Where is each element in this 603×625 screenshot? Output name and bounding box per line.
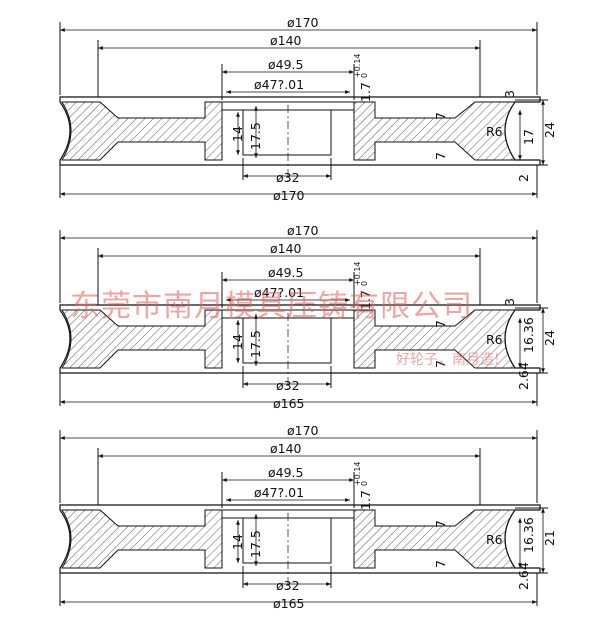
hatched-section-left [61, 309, 223, 369]
label-3: 3 [502, 90, 517, 98]
label-d47: ø47?.01 [254, 485, 304, 500]
label-d32: ø32 [276, 578, 300, 593]
label-d140: ø140 [270, 441, 302, 456]
label-14: 14 [230, 534, 245, 550]
bore-hole [242, 517, 332, 564]
label-17-5: 17.5 [248, 122, 263, 150]
label-7-lower: 7 [433, 360, 448, 368]
label-d47: ø47?.01 [254, 285, 304, 300]
label-7-upper: 7 [433, 112, 448, 120]
label-height: 16.36 [521, 517, 536, 553]
label-d140: ø140 [270, 241, 302, 256]
label-r6: R6 [486, 332, 503, 347]
label-2: 2 [516, 174, 531, 182]
label-2: 2.64 [516, 362, 531, 390]
label-14: 14 [230, 126, 245, 142]
label-7-upper: 7 [433, 520, 448, 528]
label-1-7: 1.7 [358, 490, 373, 510]
label-tolerance-plus: +0.14 [353, 53, 362, 78]
label-d49-5: ø49.5 [268, 465, 303, 480]
label-17-5: 17.5 [248, 530, 263, 558]
watermark-slogan: 好轮子，南月造! [396, 352, 500, 368]
label-d49-5: ø49.5 [268, 265, 303, 280]
bore-hole [242, 109, 332, 156]
watermark-company: 东莞市南月模具压铸有限公司 [70, 289, 473, 324]
label-d49-5: ø49.5 [268, 57, 303, 72]
label-d32: ø32 [276, 170, 300, 185]
label-total: 24 [542, 122, 557, 138]
label-3: 3 [502, 298, 517, 306]
hatched-section-right [353, 509, 516, 569]
label-7-upper: 7 [433, 320, 448, 328]
label-d-bottom: ø165 [273, 596, 305, 611]
hatched-section-left [61, 101, 223, 161]
hatched-section-left [61, 509, 223, 569]
label-tolerance-zero: 0 [360, 481, 369, 486]
label-d32: ø32 [276, 378, 300, 393]
label-tolerance-plus: +0.14 [353, 261, 362, 286]
label-14: 14 [230, 334, 245, 350]
label-1-7: 1.7 [358, 82, 373, 102]
label-7-lower: 7 [433, 152, 448, 160]
bore-hole [242, 317, 332, 364]
label-r6: R6 [486, 532, 503, 547]
label-tolerance-zero: 0 [360, 281, 369, 286]
label-2: 2.64 [516, 562, 531, 590]
hatched-section-right [353, 309, 516, 369]
label-17-5: 17.5 [248, 330, 263, 358]
label-d-bottom: ø165 [273, 396, 305, 411]
label-tolerance-plus: +0.14 [353, 461, 362, 486]
label-height: 16.36 [521, 317, 536, 353]
label-d170-top: ø170 [287, 15, 319, 30]
label-d170-top: ø170 [287, 223, 319, 238]
label-d140: ø140 [270, 33, 302, 48]
label-total: 24 [542, 330, 557, 346]
label-d170-top: ø170 [287, 423, 319, 438]
label-r6: R6 [486, 124, 503, 139]
label-7-lower: 7 [433, 560, 448, 568]
label-height: 17 [521, 129, 536, 145]
hatched-section-right [353, 101, 516, 161]
label-tolerance-zero: 0 [360, 73, 369, 78]
label-total: 21 [542, 530, 557, 546]
label-d47: ø47?.01 [254, 77, 304, 92]
label-d-bottom: ø170 [273, 188, 305, 203]
